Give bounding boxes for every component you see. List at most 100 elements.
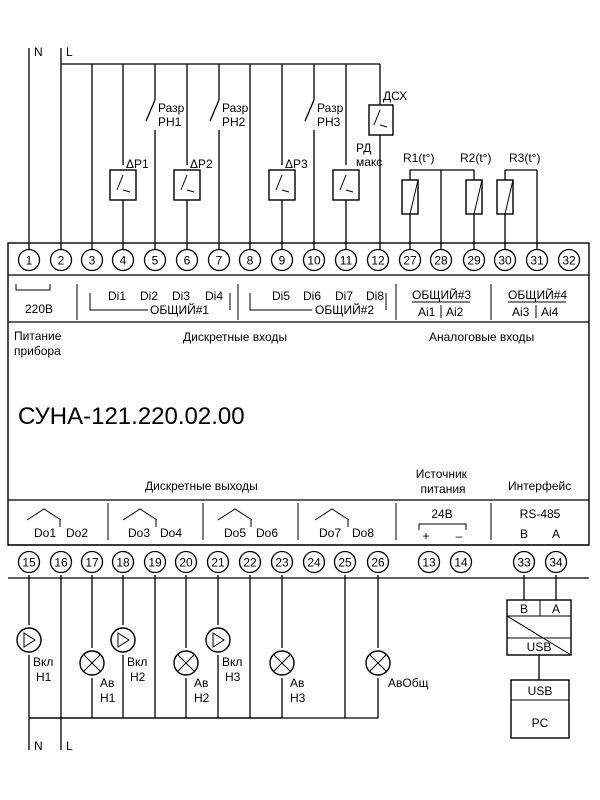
on1-line1: Вкл <box>33 655 53 669</box>
source-supply-heading: Источник питания <box>416 467 471 496</box>
enable1-label: Разр РН1 <box>158 101 188 129</box>
bottom-terminal-circle <box>449 550 473 574</box>
rs485-a-label: A <box>552 527 560 541</box>
bottom-terminal-circle <box>17 550 41 574</box>
enable2-line2: РН2 <box>222 115 246 129</box>
on2-label: Вкл Н2 <box>127 655 151 684</box>
discrete-inputs-heading: Дискретные входы <box>183 330 287 344</box>
bottom-label-compartments <box>26 503 492 540</box>
bottom-terminal-number: 21 <box>211 556 225 570</box>
top-terminal-32: 32 <box>557 248 581 272</box>
top-terminal-12: 12 <box>366 248 390 272</box>
dsx-switch <box>368 104 394 250</box>
top-terminal-number: 11 <box>340 254 353 268</box>
rd-max-line2: макс <box>356 155 382 169</box>
top-terminal-circle <box>238 248 262 272</box>
converter-b-label: B <box>520 602 528 616</box>
bottom-terminal-circle <box>111 550 135 574</box>
top-terminal-5: 5 <box>143 248 167 272</box>
rs485-label: RS-485 <box>520 507 561 521</box>
bottom-terminal-circle <box>302 550 326 574</box>
bottom-terminal-circle <box>270 550 294 574</box>
bottom-terminal-number: 18 <box>116 556 130 570</box>
top-terminal-number: 27 <box>403 254 417 268</box>
di5-label: Di5 <box>272 289 290 303</box>
bottom-terminal-number: 23 <box>275 556 289 570</box>
top-terminal-number: 9 <box>279 254 286 268</box>
top-terminal-number: 1 <box>26 254 33 268</box>
enable1-line1: Разр <box>158 101 185 115</box>
top-terminal-1: 1 <box>17 248 41 272</box>
av2-line1: Ав <box>194 676 208 690</box>
av1-line2: Н1 <box>100 691 116 705</box>
power-supply-heading: Питание прибора <box>14 329 65 358</box>
on3-label: Вкл Н3 <box>222 655 246 684</box>
bottom-terminal-20: 20 <box>174 550 198 574</box>
bottom-terminal-15: 15 <box>17 550 41 574</box>
ai1-label: Ai1 <box>418 305 436 319</box>
top-terminal-number: 5 <box>152 254 159 268</box>
ai4-label: Ai4 <box>541 305 559 319</box>
rd-max-line1: РД <box>356 141 371 155</box>
converter-usb-label: USB <box>527 640 552 654</box>
bottom-terminal-number: 33 <box>517 556 531 570</box>
top-terminal-circle <box>429 248 453 272</box>
bottom-terminal-number: 34 <box>549 556 563 570</box>
top-terminal-27: 27 <box>398 248 422 272</box>
av-common-label: АвОбщ <box>388 676 429 690</box>
supply-24v-label: 24В <box>431 507 452 521</box>
top-terminal-number: 2 <box>58 254 65 268</box>
rs485-b-label: B <box>520 527 528 541</box>
top-terminal-circle <box>398 248 422 272</box>
pc <box>510 679 570 739</box>
r1-label: R1(t°) <box>403 151 434 165</box>
di6-label: Di6 <box>303 289 321 303</box>
di4-label: Di4 <box>205 289 223 303</box>
bottom-terminal-number: 14 <box>454 556 468 570</box>
top-terminal-circle <box>302 248 326 272</box>
bottom-terminal-26: 26 <box>366 550 390 574</box>
top-terminal-number: 30 <box>498 254 512 268</box>
top-terminal-31: 31 <box>525 248 549 272</box>
top-terminal-10: 10 <box>302 248 326 272</box>
bottom-terminal-17: 17 <box>80 550 104 574</box>
alarm-lamps <box>79 650 391 676</box>
top-terminal-number: 3 <box>89 254 96 268</box>
device-model-title: СУНА-121.220.02.00 <box>18 403 245 430</box>
bottom-terminal-circle <box>80 550 104 574</box>
top-terminal-number: 6 <box>184 254 191 268</box>
bottom-terminal-number: 19 <box>148 556 162 570</box>
do5-label: Do5 <box>224 526 246 540</box>
interface-heading: Интерфейс <box>508 479 571 493</box>
top-l-label: L <box>66 45 73 59</box>
top-terminal-11: 11 <box>334 248 358 272</box>
source-supply-line1: Источник <box>416 467 468 481</box>
common3-label: ОБЩИЙ#3 <box>412 287 471 302</box>
common2-label: ОБЩИЙ#2 <box>315 302 374 317</box>
top-terminal-28: 28 <box>429 248 453 272</box>
top-terminal-4: 4 <box>111 248 135 272</box>
ai3-label: Ai3 <box>512 305 530 319</box>
bottom-terminal-circle <box>143 550 167 574</box>
do2-label: Do2 <box>66 526 88 540</box>
av3-line2: Н3 <box>290 691 306 705</box>
top-terminal-number: 31 <box>530 254 544 268</box>
bottom-terminal-number: 15 <box>22 556 36 570</box>
di1-label: Di1 <box>108 289 126 303</box>
on3-line1: Вкл <box>222 655 242 669</box>
source-supply-line2: питания <box>420 482 465 496</box>
top-terminal-30: 30 <box>493 248 517 272</box>
top-terminal-number: 10 <box>307 254 321 268</box>
dsx-label: ДСХ <box>383 89 407 103</box>
bottom-terminal-22: 22 <box>238 550 262 574</box>
bottom-wiring <box>28 575 557 750</box>
rd-max-label: РД макс <box>356 141 382 169</box>
di8-label: Di8 <box>366 289 384 303</box>
enable-switches <box>145 99 315 250</box>
do6-label: Do6 <box>256 526 278 540</box>
enable3-label: Разр РН3 <box>317 101 347 129</box>
top-terminal-circle <box>557 248 581 272</box>
thermo-sensors <box>401 169 538 250</box>
